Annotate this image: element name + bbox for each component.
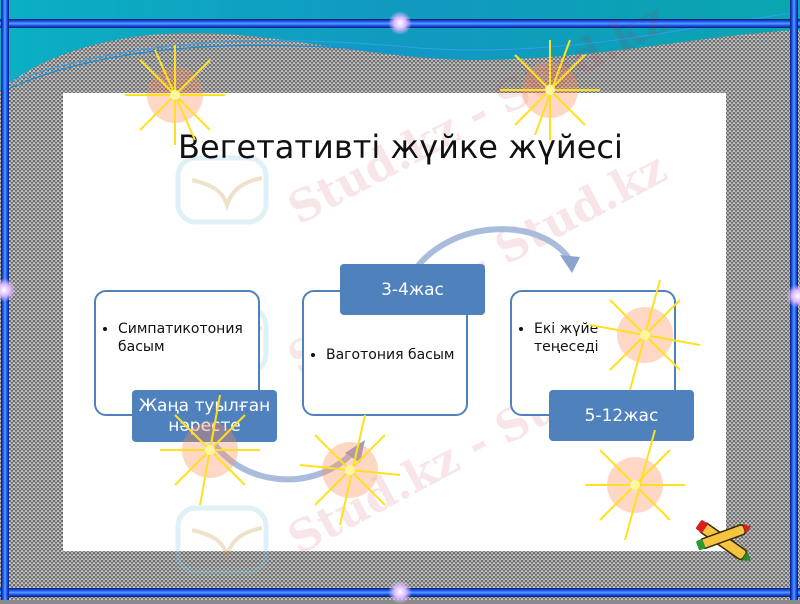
slide-title: Вегетативті жүйке жүйесі — [178, 128, 623, 166]
frame-glow — [388, 11, 412, 35]
frame-glow — [786, 284, 800, 308]
frame-glow — [388, 580, 412, 604]
stage-label-5-12: 5-12жас — [549, 390, 694, 441]
stage-bullet: Екі жүйе теңеседі — [534, 320, 614, 356]
stage-label-newborn: Жаңа туылған нәресте — [132, 390, 277, 442]
stage-bullet: Симпатикотония басым — [118, 320, 258, 356]
stage-label-3-4: 3-4жас — [340, 264, 485, 315]
stage-bullet: Ваготония басым — [326, 346, 466, 364]
frame-glow — [0, 278, 16, 302]
